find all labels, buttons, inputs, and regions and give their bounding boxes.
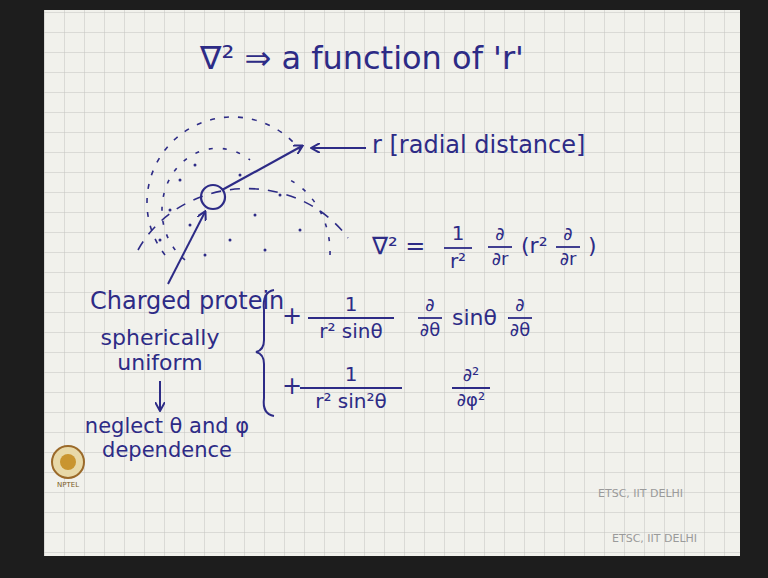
- protein-circle: [201, 185, 225, 209]
- label-holder: sinθ: [452, 305, 497, 330]
- handwritten-text: spherically uniform: [101, 325, 220, 375]
- label-holder: 1: [345, 293, 358, 316]
- handwritten-text: ): [588, 233, 597, 258]
- handwritten-text: Charged protein: [90, 287, 284, 315]
- label-holder: +: [282, 303, 302, 331]
- label-holder: ∇² =: [372, 233, 425, 261]
- handwritten-text: r² sinθ: [319, 319, 383, 343]
- charge-cloud: [138, 117, 348, 260]
- handwritten-text: ∂φ²: [457, 389, 485, 410]
- nptel-logo: [52, 446, 84, 478]
- watermark: ETSC, IIT DELHI: [612, 532, 697, 545]
- label-holder: r²: [450, 250, 466, 273]
- handwritten-text: r [radial distance]: [372, 131, 585, 159]
- label-holder: spherically uniform: [92, 325, 228, 376]
- handwritten-text: ∂: [425, 294, 434, 315]
- leader-arrow: [312, 147, 366, 149]
- label-holder: ∂θ: [510, 320, 530, 341]
- label-holder: r [radial distance]: [372, 132, 585, 160]
- handwritten-text: ∂r: [560, 248, 577, 269]
- label-holder: ∂²: [463, 365, 480, 386]
- label-holder: 1: [452, 222, 465, 245]
- label-holder: 1: [345, 363, 358, 386]
- handwritten-text: sinθ: [452, 305, 497, 330]
- label-holder: r² sinθ: [319, 320, 383, 343]
- label-holder: Charged protein: [90, 288, 284, 316]
- handwritten-text: 1: [345, 292, 358, 316]
- down-arrow: [159, 381, 161, 410]
- label-holder: ∂φ²: [457, 390, 485, 411]
- label-holder: ∂: [515, 295, 524, 316]
- handwritten-text: neglect θ and φ dependence: [85, 414, 249, 462]
- label-holder: NPTEL: [57, 481, 79, 489]
- handwritten-text: r²: [450, 249, 466, 273]
- label-holder: r² sin²θ: [315, 390, 387, 413]
- label-holder: ∂r: [560, 249, 577, 270]
- label-holder: ∇² ⇒ a function of 'r': [200, 40, 524, 77]
- handwritten-text: ∂θ: [510, 319, 530, 340]
- label-holder: ∂θ: [420, 320, 440, 341]
- label-holder: (r²: [521, 233, 547, 258]
- label-holder: neglect θ and φ dependence: [72, 414, 262, 462]
- handwritten-text: ∇² ⇒ a function of 'r': [200, 39, 524, 77]
- watermark: ETSC, IIT DELHI: [598, 487, 683, 500]
- handwritten-text: ∇² =: [372, 232, 425, 260]
- handwritten-text: 1: [345, 362, 358, 386]
- handwritten-text: ∂: [495, 223, 504, 244]
- label-holder: ∂r: [492, 249, 509, 270]
- handwritten-text: ∂: [563, 223, 572, 244]
- handwritten-text: ∂r: [492, 248, 509, 269]
- handwritten-text: 1: [452, 221, 465, 245]
- label-holder: +: [282, 373, 302, 401]
- label-holder: ETSC, IIT DELHI: [612, 533, 697, 546]
- handwritten-text: +: [282, 372, 302, 400]
- label-holder: ): [588, 233, 597, 258]
- charge-dots: [159, 164, 302, 257]
- handwritten-text: ∂²: [463, 364, 480, 385]
- handwritten-text: r² sin²θ: [315, 389, 387, 413]
- radius-arrow: [222, 146, 302, 190]
- fraction-bars: [300, 247, 580, 388]
- graph-paper: [44, 10, 740, 556]
- handwritten-text: ∂θ: [420, 319, 440, 340]
- label-holder: ETSC, IIT DELHI: [598, 488, 683, 501]
- label-holder: ∂: [425, 295, 434, 316]
- leader-arrow: [168, 212, 205, 284]
- handwritten-text: (r²: [521, 233, 547, 258]
- label-holder: ∂: [563, 224, 572, 245]
- label-holder: ∂: [495, 224, 504, 245]
- handwritten-text: +: [282, 302, 302, 330]
- handwritten-text: ∂: [515, 294, 524, 315]
- logo-text: NPTEL: [57, 481, 79, 489]
